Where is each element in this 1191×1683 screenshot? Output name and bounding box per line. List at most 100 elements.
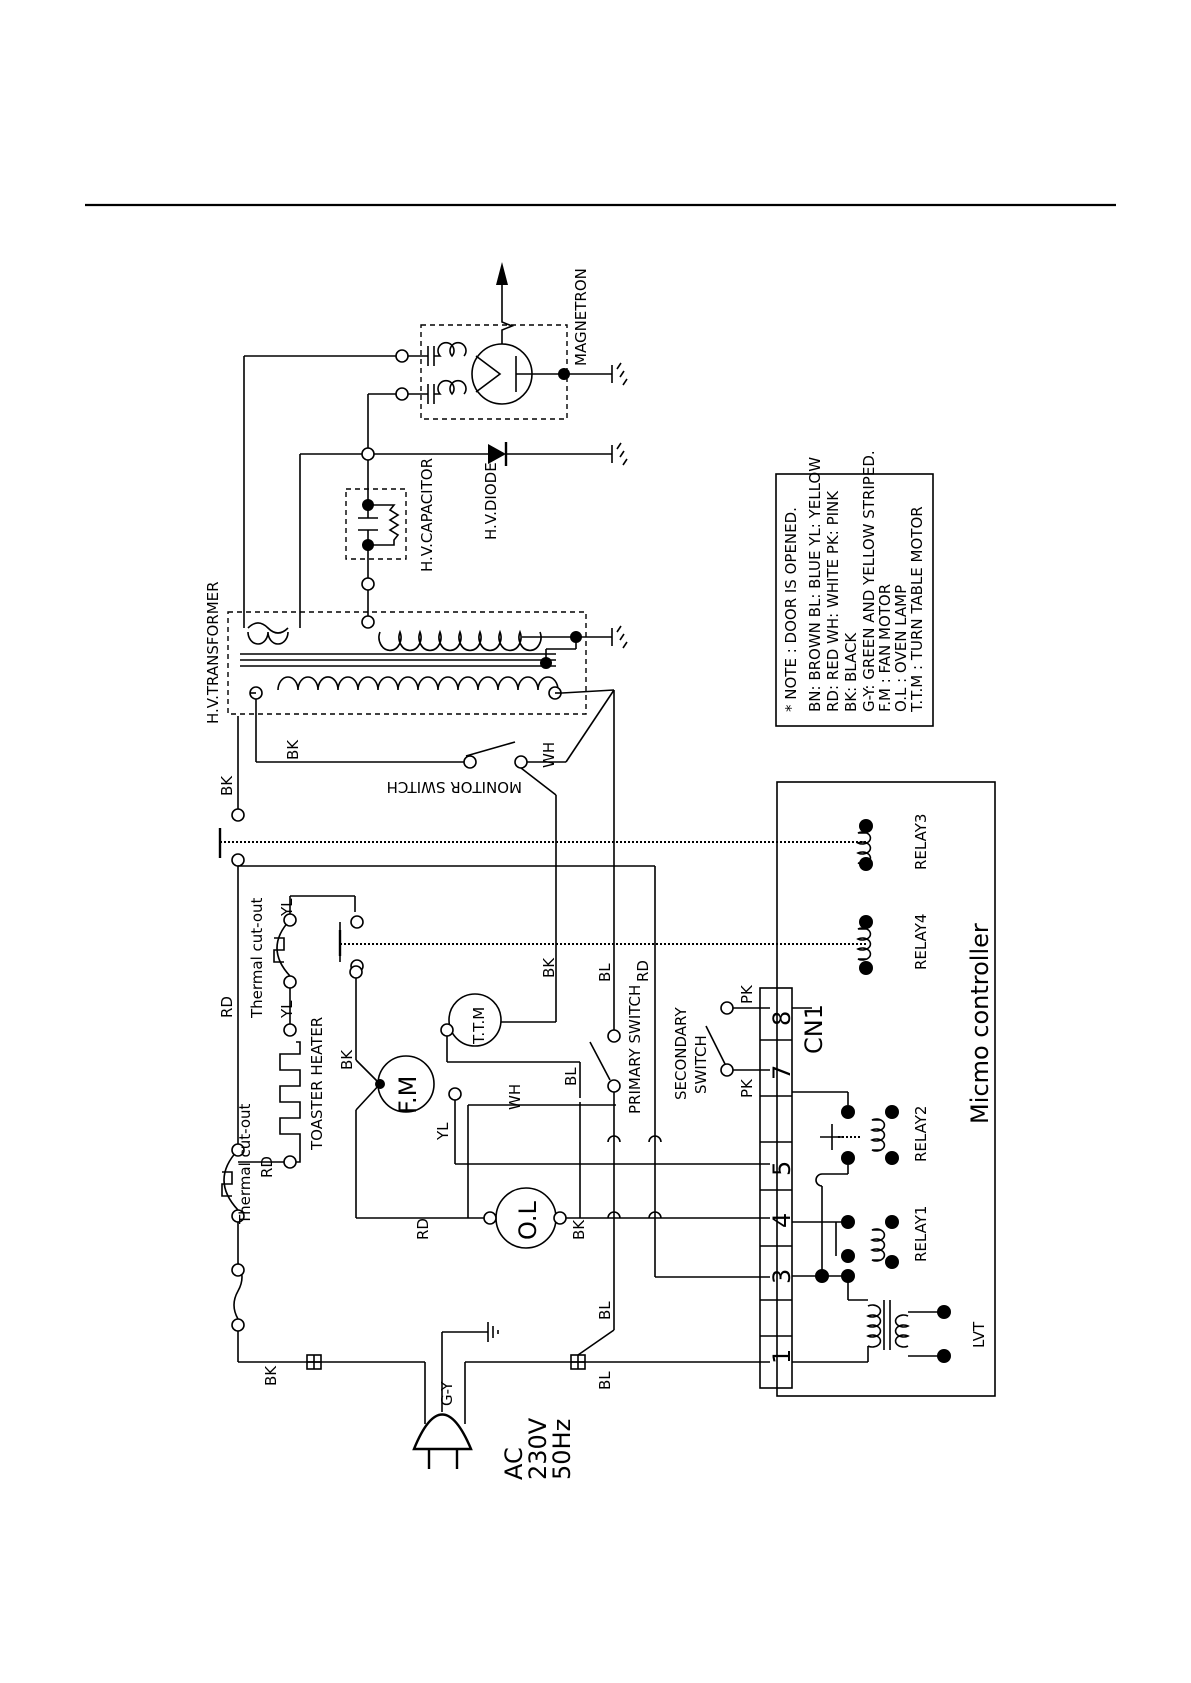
hv-diode-label: H.V.DIODE <box>482 462 500 540</box>
legend-line-4: G-Y: GREEN AND YELLOW STRIPED. <box>860 450 878 712</box>
magnetron-label: MAGNETRON <box>572 268 590 366</box>
wire-label-rd-heater: RD <box>258 1156 276 1178</box>
ac-label: AC <box>500 1447 528 1480</box>
wire-label-bl-mains: BL <box>596 1371 614 1390</box>
hv-capacitor-box <box>345 488 407 560</box>
ac-supply-label: AC 230V 50Hz <box>500 1417 576 1480</box>
secondary-switch-label-2: SWITCH <box>692 1035 710 1094</box>
secondary-switch-blade <box>705 1025 726 1065</box>
toaster-heater-label: TOASTER HEATER <box>308 1017 326 1151</box>
relay2: RELAY2 <box>792 1091 930 1165</box>
wire-label-bk-mains: BK <box>262 1365 280 1386</box>
cn1-pin-3: 3 <box>768 1269 796 1284</box>
turntable-motor-label: T.T.M <box>470 1007 488 1045</box>
wire-label-rd-right: RD <box>634 960 652 982</box>
relay1: RELAY1 <box>792 1165 930 1283</box>
left-rd-terminal <box>231 853 245 867</box>
cn1-label: CN1 <box>800 1004 828 1054</box>
cn1-pin-8: 8 <box>768 1011 796 1026</box>
secondary-switch-terminal-top <box>720 1001 734 1015</box>
hv-capacitor-label: H.V.CAPACITOR <box>418 458 436 572</box>
magnetron-box <box>420 324 568 420</box>
relay3-label: RELAY3 <box>912 814 930 870</box>
relay1-label: RELAY1 <box>912 1206 930 1262</box>
monitor-switch-label: MONITOR SWITCH <box>387 778 522 796</box>
micro-controller-box <box>776 781 996 1397</box>
primary-switch-terminal-top <box>607 1029 621 1043</box>
wire-label-gy: G-Y <box>438 1381 456 1406</box>
legend-line-1: BN: BROWN BL: BLUE YL: YELLOW <box>806 457 824 712</box>
monitor-switch-blade <box>465 741 516 757</box>
primary-switch-label: PRIMARY SWITCH <box>626 985 644 1114</box>
wire-label-bk-monitor: BK <box>284 739 302 760</box>
legend-line-5: F.M : FAN MOTOR <box>876 584 894 712</box>
monitor-switch-terminal-1 <box>463 755 477 769</box>
thermal-cutout-2-label: Thermal cut-out <box>248 897 266 1019</box>
legend: * NOTE : DOOR IS OPENED. BN: BROWN BL: B… <box>782 450 926 713</box>
hv-transformer-label: H.V.TRANSFORMER <box>204 581 222 724</box>
wire-label-bk-ttm: BK <box>540 957 558 978</box>
relay3: RELAY3 <box>856 814 930 871</box>
wire-label-bl-primary: BL <box>596 963 614 982</box>
legend-line-6: O.L : OVEN LAMP <box>892 585 910 712</box>
primary-switch-terminal-bottom <box>607 1079 621 1093</box>
thermal-cutout-1-label: Thermal cut-out <box>236 1103 254 1225</box>
secondary-switch-terminal-bottom <box>720 1063 734 1077</box>
relay4-label: RELAY4 <box>912 914 930 970</box>
primary-winding <box>277 676 559 691</box>
wire-label-rd-left: RD <box>218 996 236 1018</box>
magnetron-antenna <box>501 284 515 344</box>
voltage-label: 230V <box>524 1417 552 1480</box>
legend-line-3: BK: BLACK <box>842 632 860 712</box>
cn1-pin-7: 7 <box>768 1065 796 1080</box>
oven-lamp-label: O.L <box>514 1200 542 1240</box>
legend-line-7: T.T.M : TURN TABLE MOTOR <box>908 506 926 713</box>
cn1-pin-1: 1 <box>768 1349 796 1364</box>
thermal-cutout-2-terminal <box>283 975 297 989</box>
wire-label-wh-ol: WH <box>506 1084 524 1110</box>
wire-label-pk-top: PK <box>738 984 756 1004</box>
ac-plug <box>238 1322 770 1469</box>
cn1-pin-4: 4 <box>768 1213 796 1228</box>
wire-label-bk-top: BK <box>218 775 236 796</box>
ground-symbol-diode <box>611 442 628 466</box>
wire-label-wh-monitor: WH <box>540 742 558 768</box>
thermal-cutout-1-symbol <box>223 1149 239 1211</box>
monitor-switch-terminal-2 <box>514 755 528 769</box>
hv-transformer-box <box>227 611 587 715</box>
frequency-label: 50Hz <box>548 1419 576 1480</box>
legend-note: * NOTE : DOOR IS OPENED. <box>782 507 800 712</box>
micro-controller-label: Micmo controller <box>966 923 994 1124</box>
cn1-pin-5: 5 <box>768 1161 796 1176</box>
wire-label-yl-top: YL <box>278 898 296 917</box>
hv-diode-symbol <box>488 444 506 464</box>
legend-box <box>775 473 934 727</box>
secondary-switch-label-1: SECONDARY <box>672 1006 690 1100</box>
ground-symbol-magnetron <box>611 362 628 386</box>
lvt-transformer: LVT <box>792 1282 988 1363</box>
wire-label-bl-ol: BL <box>562 1067 580 1086</box>
wire-label-bl-lower: BL <box>596 1301 614 1320</box>
relay2-label: RELAY2 <box>912 1106 930 1162</box>
toaster-heater-symbol <box>279 1041 301 1163</box>
fan-motor-label: F.M <box>394 1076 422 1114</box>
legend-line-2: RD: RED WH: WHITE PK: PINK <box>824 490 842 712</box>
fuse-terminal-bottom <box>231 1318 245 1332</box>
wire-label-bk-ol: BK <box>570 1219 588 1240</box>
wire-label-yl-fm: YL <box>434 1122 452 1141</box>
filament-winding <box>247 622 289 634</box>
lvt-label: LVT <box>970 1321 988 1348</box>
relay4: RELAY4 <box>856 914 930 975</box>
hv-secondary-winding <box>378 629 542 652</box>
fuse-terminal-top <box>231 1263 245 1277</box>
primary-switch-blade <box>589 1041 611 1081</box>
turntable-motor-symbol <box>448 993 502 1047</box>
wire-label-pk-bottom: PK <box>738 1078 756 1098</box>
wire-label-yl-heater: YL <box>278 1000 296 1019</box>
relay4-contact-top <box>350 915 364 929</box>
wire-label-rd-ol: RD <box>414 1218 432 1240</box>
wire-label-bk-fm: BK <box>338 1049 356 1070</box>
cn1-connector <box>759 987 793 1389</box>
